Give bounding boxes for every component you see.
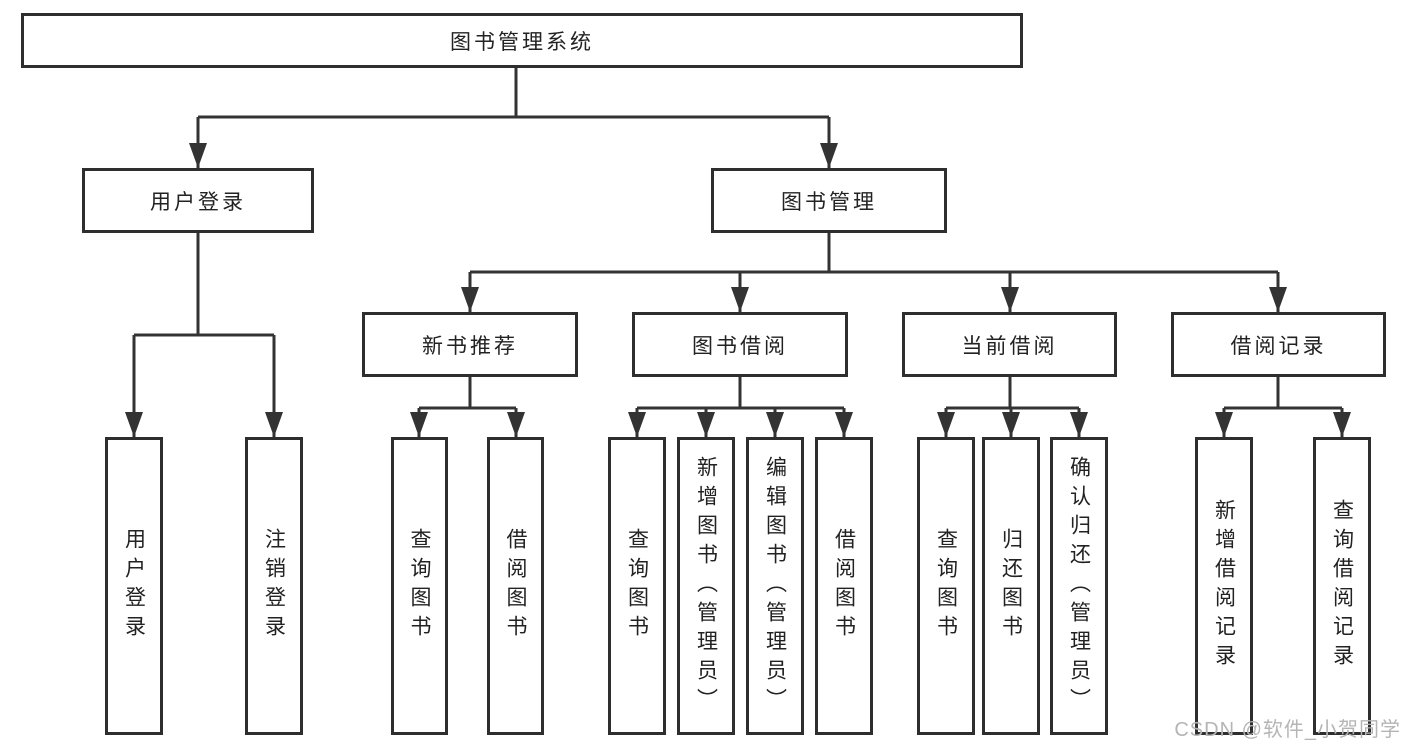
connector-book-management-children [461,233,1287,312]
connector-current-borrowing-children [937,377,1088,437]
leaf-query-books-recommend: 查询图书 [391,437,448,735]
node-book-management: 图书管理 [711,168,947,233]
leaf-logout: 注销登录 [245,437,303,735]
csdn-watermark: CSDN @软件_小贺同学 [1174,719,1401,741]
connector-borrowing-records-children [1215,377,1351,437]
leaf-borrow-books: 借阅图书 [815,437,873,735]
leaf-edit-books-admin: 编辑图书（管理员） [746,437,804,735]
node-current-borrowing: 当前借阅 [902,312,1117,377]
leaf-return-books: 归还图书 [982,437,1040,735]
leaf-user-login: 用户登录 [105,437,163,735]
leaf-confirm-return-admin: 确认归还（管理员） [1050,437,1108,735]
connector-new-book-recommend-children [410,377,525,437]
leaf-add-borrow-record: 新增借阅记录 [1195,437,1253,735]
leaf-query-borrow-record: 查询借阅记录 [1313,437,1371,735]
connector-root-to-level2 [189,68,838,168]
node-root-library-system: 图书管理系统 [21,13,1023,68]
node-user-login: 用户登录 [82,168,314,233]
node-borrowing-records: 借阅记录 [1171,312,1386,377]
leaf-query-books-borrowing: 查询图书 [608,437,666,735]
connector-book-borrowing-children [628,377,853,437]
node-new-book-recommend: 新书推荐 [362,312,578,377]
leaf-add-books-admin: 新增图书（管理员） [677,437,735,735]
leaf-borrow-books-recommend: 借阅图书 [487,437,544,735]
node-book-borrowing: 图书借阅 [632,312,848,377]
connector-user-login-children [125,233,283,437]
leaf-query-books-current: 查询图书 [917,437,975,735]
